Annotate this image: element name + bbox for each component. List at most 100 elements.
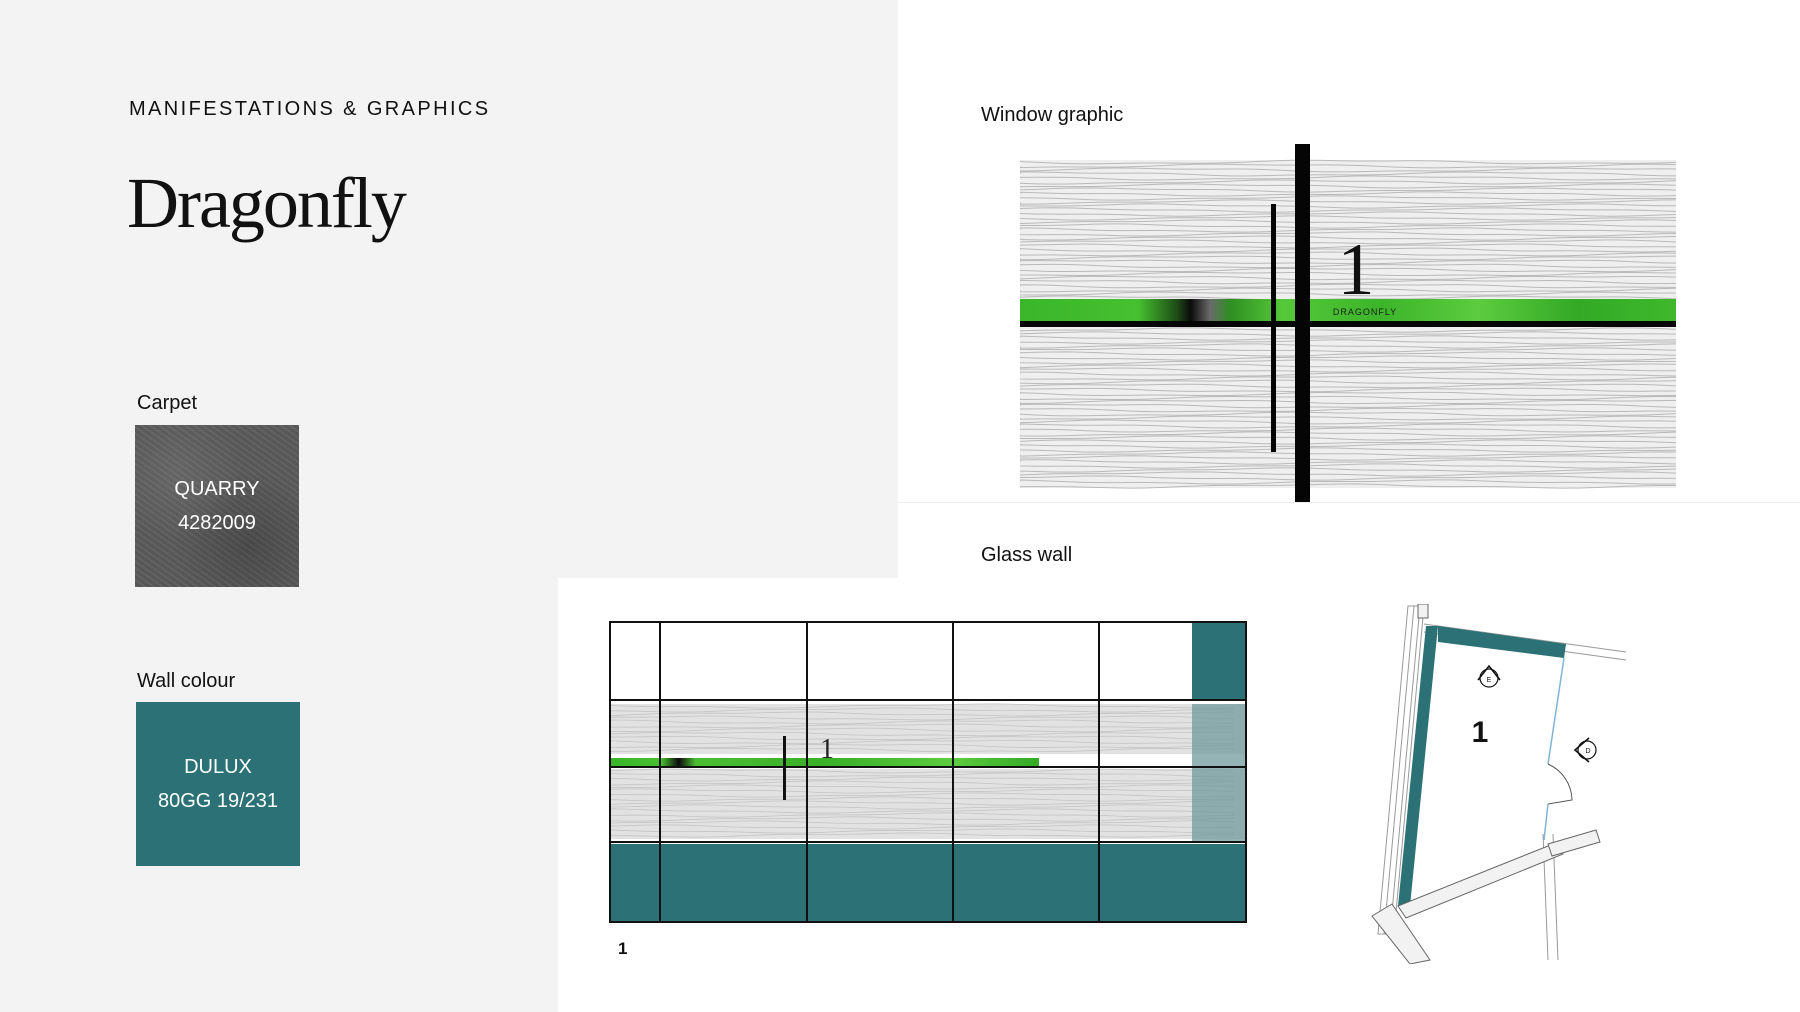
wave-line	[609, 727, 1235, 733]
wave-line	[1020, 167, 1676, 173]
wave-line	[1020, 455, 1676, 461]
section-label: MANIFESTATIONS & GRAPHICS	[129, 98, 491, 120]
wave-line	[1020, 371, 1676, 377]
wave-line	[1020, 367, 1676, 373]
carpet-code: 4282009	[178, 512, 256, 534]
wave-line	[1020, 475, 1676, 481]
wave-line	[609, 735, 1235, 741]
wave-line	[1020, 335, 1676, 341]
wave-line	[1020, 211, 1676, 217]
wave-line	[1020, 187, 1676, 193]
teal-side-panel-overlay	[1192, 704, 1246, 842]
wave-line	[1020, 207, 1676, 213]
wave-line	[1020, 479, 1676, 485]
wave-line	[609, 747, 1235, 752]
wall-colour-name: DULUX	[184, 756, 252, 778]
wave-line	[609, 808, 1235, 814]
wave-line	[609, 739, 1235, 745]
drawing-number: 1	[618, 939, 627, 958]
wave-line	[1020, 395, 1676, 401]
wave-line	[609, 731, 1235, 737]
wave-line	[1020, 235, 1676, 241]
wave-line	[609, 832, 1235, 838]
wave-line	[1020, 427, 1676, 433]
wave-line	[1020, 431, 1676, 437]
wave-line	[1020, 439, 1676, 445]
wave-line	[1020, 263, 1676, 269]
wave-line	[1020, 443, 1676, 449]
wave-line	[1020, 239, 1676, 245]
window-graphic-caption: Window graphic	[981, 104, 1124, 126]
elevation-green-band	[610, 758, 1039, 766]
wave-line	[1020, 175, 1676, 181]
wave-line	[1020, 163, 1676, 169]
page-title: Dragonfly	[127, 163, 407, 243]
wave-line	[1020, 203, 1676, 209]
wave-line	[1020, 463, 1676, 469]
elevation-wave-lines	[609, 703, 1235, 838]
wave-line	[1020, 451, 1676, 457]
wave-line-pattern	[1020, 159, 1676, 489]
wave-line	[609, 784, 1235, 790]
wave-line	[609, 772, 1234, 778]
wave-line	[1020, 255, 1676, 261]
teal-base-panel	[610, 844, 1246, 922]
wave-line	[609, 744, 1235, 749]
wave-line	[609, 812, 1235, 818]
wave-line	[1020, 279, 1676, 285]
wave-line	[1020, 251, 1676, 257]
wall-colour-swatch: DULUX 80GG 19/231	[136, 702, 300, 866]
plan-room-number: 1	[1472, 716, 1489, 749]
plan-door-swing	[1547, 763, 1573, 805]
plan-glass-line-lower	[1543, 803, 1549, 841]
floor-plan: 1 E D	[1371, 604, 1627, 964]
thin-vertical-bar	[1271, 204, 1276, 452]
carpet-caption: Carpet	[137, 392, 198, 414]
wave-line	[609, 792, 1235, 798]
wave-line	[1020, 227, 1676, 233]
window-number: 1	[1338, 229, 1375, 311]
wave-line	[1020, 283, 1676, 289]
wave-line	[1020, 459, 1676, 465]
wave-line	[1020, 223, 1676, 229]
band-label: DRAGONFLY	[1333, 307, 1397, 317]
wave-line	[1020, 327, 1676, 333]
wave-line	[609, 820, 1235, 826]
marker-e-label: E	[1487, 677, 1492, 684]
wall-colour-code: 80GG 19/231	[157, 790, 279, 812]
wave-line	[1020, 231, 1676, 237]
elevation-number: 1	[820, 734, 834, 765]
wave-line	[1020, 195, 1676, 201]
wave-line	[1020, 379, 1676, 385]
wave-line	[1020, 347, 1676, 353]
wave-line	[609, 776, 1235, 782]
wave-line	[1020, 219, 1676, 225]
wave-line	[1020, 259, 1676, 265]
wall-colour-caption: Wall colour	[137, 670, 236, 692]
wave-line	[609, 788, 1235, 794]
elevation-marker-d: D	[1573, 737, 1597, 763]
wave-line	[1020, 383, 1676, 389]
wave-line	[1020, 435, 1676, 441]
wave-line	[609, 796, 1235, 802]
wave-line	[1020, 275, 1676, 281]
wave-line	[1020, 343, 1676, 349]
mullion-grid	[609, 621, 1247, 923]
wave-line	[1020, 359, 1676, 365]
upper-pattern-strip	[610, 704, 1246, 754]
carpet-swatch: QUARRY 4282009	[135, 425, 299, 587]
elevation-vertical-bar	[783, 736, 786, 800]
carpet-name: QUARRY	[174, 478, 260, 500]
wave-line	[1020, 407, 1676, 413]
wave-line	[1020, 183, 1676, 189]
wave-line	[1020, 387, 1676, 393]
wave-line	[1020, 191, 1676, 197]
glass-wall-elevation: 1 1	[609, 621, 1247, 958]
thick-vertical-bar	[1295, 144, 1310, 502]
marker-d-label: D	[1585, 748, 1590, 755]
wave-line	[1020, 171, 1676, 177]
wave-line	[1020, 355, 1676, 361]
wave-line	[1020, 271, 1676, 277]
wave-line	[1020, 339, 1676, 345]
wave-line	[609, 703, 1235, 709]
